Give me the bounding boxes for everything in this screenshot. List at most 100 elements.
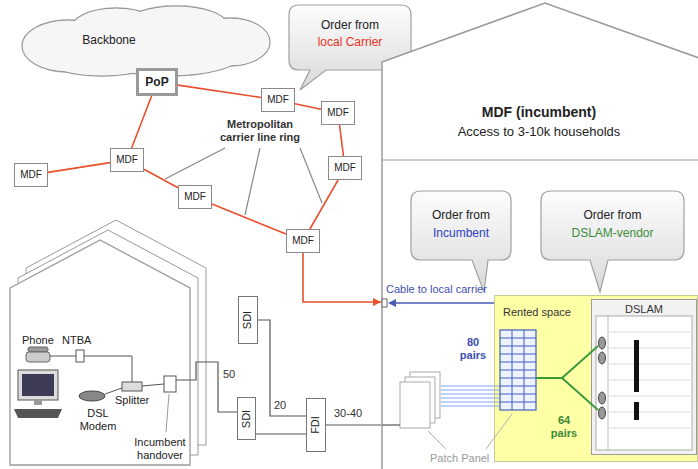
edge-label: 30-40 bbox=[334, 407, 362, 420]
monitor-stand bbox=[34, 400, 42, 405]
mdf-box: MDF bbox=[321, 101, 355, 125]
annotation-label: Cable to local carrier bbox=[386, 283, 492, 296]
node-text: Order from bbox=[288, 18, 412, 32]
node-text: MDF bbox=[334, 162, 356, 174]
mdf-box: MDF bbox=[328, 156, 362, 180]
node-text: MDF bbox=[267, 94, 289, 106]
wire bbox=[142, 384, 164, 386]
annotation-label: 64 pairs bbox=[546, 414, 582, 440]
rack-line bbox=[608, 364, 692, 365]
connector-path bbox=[178, 85, 261, 97]
wire bbox=[50, 356, 76, 357]
grid-line bbox=[500, 346, 536, 347]
grid-line bbox=[500, 402, 536, 403]
mdf-box: MDF bbox=[286, 229, 320, 253]
node-text: SDI bbox=[240, 409, 253, 427]
connector-path bbox=[212, 204, 286, 234]
connector-path bbox=[295, 104, 321, 110]
backbone-cloud-shape bbox=[18, 4, 273, 78]
connector-path bbox=[208, 362, 237, 412]
node-text: MDF bbox=[20, 169, 42, 181]
line-card bbox=[634, 340, 639, 392]
backbone-cloud: Backbone bbox=[18, 4, 273, 78]
dslam-rack: DSLAM bbox=[591, 299, 697, 455]
mdf-box: MDF bbox=[14, 163, 48, 187]
callout-bubble-shape bbox=[410, 190, 512, 294]
handover-box bbox=[164, 376, 176, 392]
carrier-line bbox=[295, 104, 321, 110]
grid-line bbox=[500, 362, 536, 363]
connector-path bbox=[340, 125, 344, 156]
pair-line bbox=[441, 402, 500, 403]
port-connector bbox=[599, 337, 606, 349]
connector-path bbox=[48, 163, 110, 173]
rack-line bbox=[608, 348, 692, 349]
callout-bubble-shape bbox=[540, 190, 685, 294]
node-text: MDF (incumbent) bbox=[399, 104, 679, 121]
pair-line bbox=[441, 390, 500, 391]
carrier-line bbox=[178, 85, 261, 97]
wire bbox=[176, 362, 208, 380]
wire bbox=[105, 388, 122, 394]
leader-line bbox=[300, 148, 322, 203]
dsl-modem-icon bbox=[79, 391, 105, 401]
callout-shape bbox=[541, 191, 684, 292]
building-outline bbox=[382, 3, 698, 469]
connector-path bbox=[303, 253, 381, 302]
node-text: MDF bbox=[327, 107, 349, 119]
cable-line bbox=[258, 320, 306, 416]
pair-line bbox=[562, 378, 598, 410]
mdf-building: MDF (incumbent)Access to 3-10k household… bbox=[381, 2, 698, 469]
annotation-label: Metropolitan carrier line ring bbox=[210, 118, 310, 144]
callout-shape bbox=[411, 191, 511, 292]
rack-line bbox=[608, 380, 692, 381]
floor-line bbox=[382, 159, 698, 160]
edge-label: 20 bbox=[274, 399, 286, 412]
house-outline bbox=[10, 240, 190, 465]
annotation-label: 80 pairs bbox=[456, 336, 490, 362]
leader-line bbox=[166, 394, 169, 432]
keyboard bbox=[14, 409, 62, 418]
connector-path bbox=[256, 433, 306, 434]
node-text: MDF bbox=[116, 154, 138, 166]
rented-space: Rented space DSLAM bbox=[494, 295, 698, 462]
node-text: FDI bbox=[309, 416, 322, 434]
cable-line bbox=[326, 425, 381, 426]
node-text: SDI bbox=[241, 311, 254, 329]
node-text: PoP bbox=[145, 75, 168, 89]
ntba-box bbox=[76, 350, 84, 362]
cable-line bbox=[208, 362, 237, 412]
rack-line bbox=[608, 396, 692, 397]
leader-line bbox=[486, 414, 512, 449]
node-text: NTBA bbox=[62, 334, 96, 347]
rack-panel bbox=[596, 316, 692, 450]
phone-icon bbox=[26, 352, 50, 362]
rack-line bbox=[608, 412, 692, 413]
carrier-line bbox=[144, 169, 178, 188]
arrow-head bbox=[388, 299, 396, 307]
pop-box: PoP bbox=[136, 68, 178, 96]
node-text: Order from bbox=[410, 208, 512, 222]
fdi-box: FDI bbox=[306, 398, 326, 452]
pair-line bbox=[562, 346, 598, 378]
node-text: Rented space bbox=[503, 306, 587, 319]
connector-path bbox=[132, 96, 152, 148]
handover-point bbox=[382, 299, 387, 307]
pair-line bbox=[441, 398, 500, 399]
annotation-label: Patch Panel bbox=[430, 452, 494, 465]
grid-line bbox=[500, 378, 536, 379]
connector-path bbox=[310, 180, 338, 229]
rack-line bbox=[608, 316, 609, 450]
patch-grid bbox=[500, 330, 536, 410]
rack-line bbox=[608, 428, 692, 429]
cable-line bbox=[256, 434, 306, 435]
mdf-box: MDF bbox=[110, 148, 144, 172]
arrow-head bbox=[373, 298, 381, 306]
carrier-line bbox=[310, 180, 338, 229]
cable-arrow bbox=[393, 302, 494, 304]
port-connector bbox=[599, 407, 606, 419]
line-card bbox=[634, 402, 639, 420]
node-text: Backbone bbox=[78, 33, 140, 47]
grid-line bbox=[500, 386, 536, 387]
